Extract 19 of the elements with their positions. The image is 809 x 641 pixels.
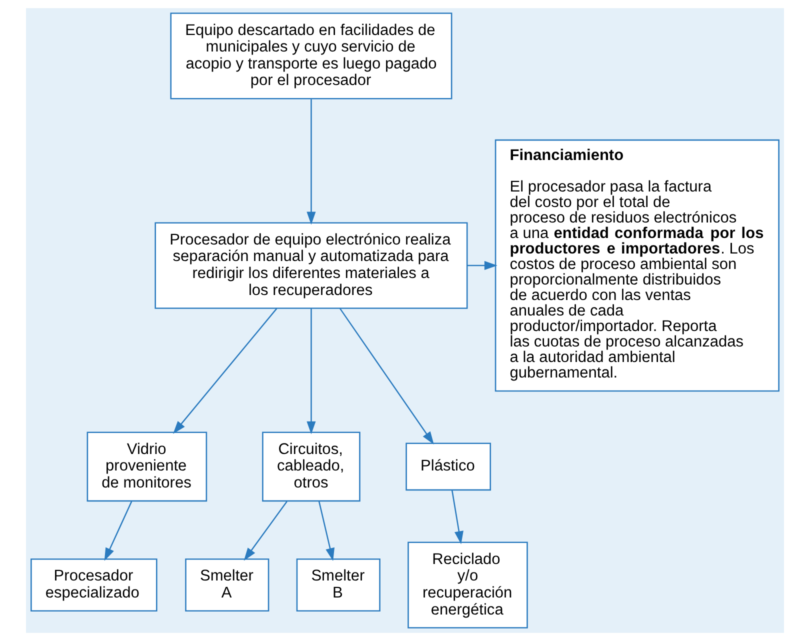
arrow [466, 261, 497, 270]
node-box: Plástico [405, 442, 491, 491]
node-box: Vidrio proveniente de monitores [86, 432, 207, 502]
node-box: Equipo descartado en facilidades de municipales y cuyo servicio de acopio y transporte es luego pagado por el procesador [170, 12, 452, 100]
arrow [243, 501, 287, 561]
arrow [306, 99, 316, 225]
node-box: Procesador especializado [30, 558, 157, 612]
node-box: Financiamiento El procesador pasa la factura del costo por el total de proceso de residuos electrónicos a una entidad conformada por los productores e importadores. Los costos de proceso ambiental son proporcionalmente distribuidos de acuerdo con las ventas anuales de cada productor/importador. Reporta las cuotas de proceso alcanzadas a la autoridad ambiental gubernamental. [494, 139, 779, 392]
arrow [306, 308, 316, 434]
arrow [338, 308, 434, 445]
node-box: Procesador de equipo electrónico realiza separación manual y automatizada para redirigir los diferentes materiales a los recuperadores [154, 222, 468, 309]
arrow [172, 308, 277, 434]
arrow [450, 490, 463, 544]
node-box: Reciclado y/o recuperación energética [407, 542, 528, 628]
arrow [318, 501, 334, 562]
node-box: Smelter B [296, 558, 380, 612]
node-box: Circuitos, cableado, otros [262, 432, 360, 502]
node-box: Smelter A [184, 558, 269, 612]
arrow [104, 501, 132, 561]
